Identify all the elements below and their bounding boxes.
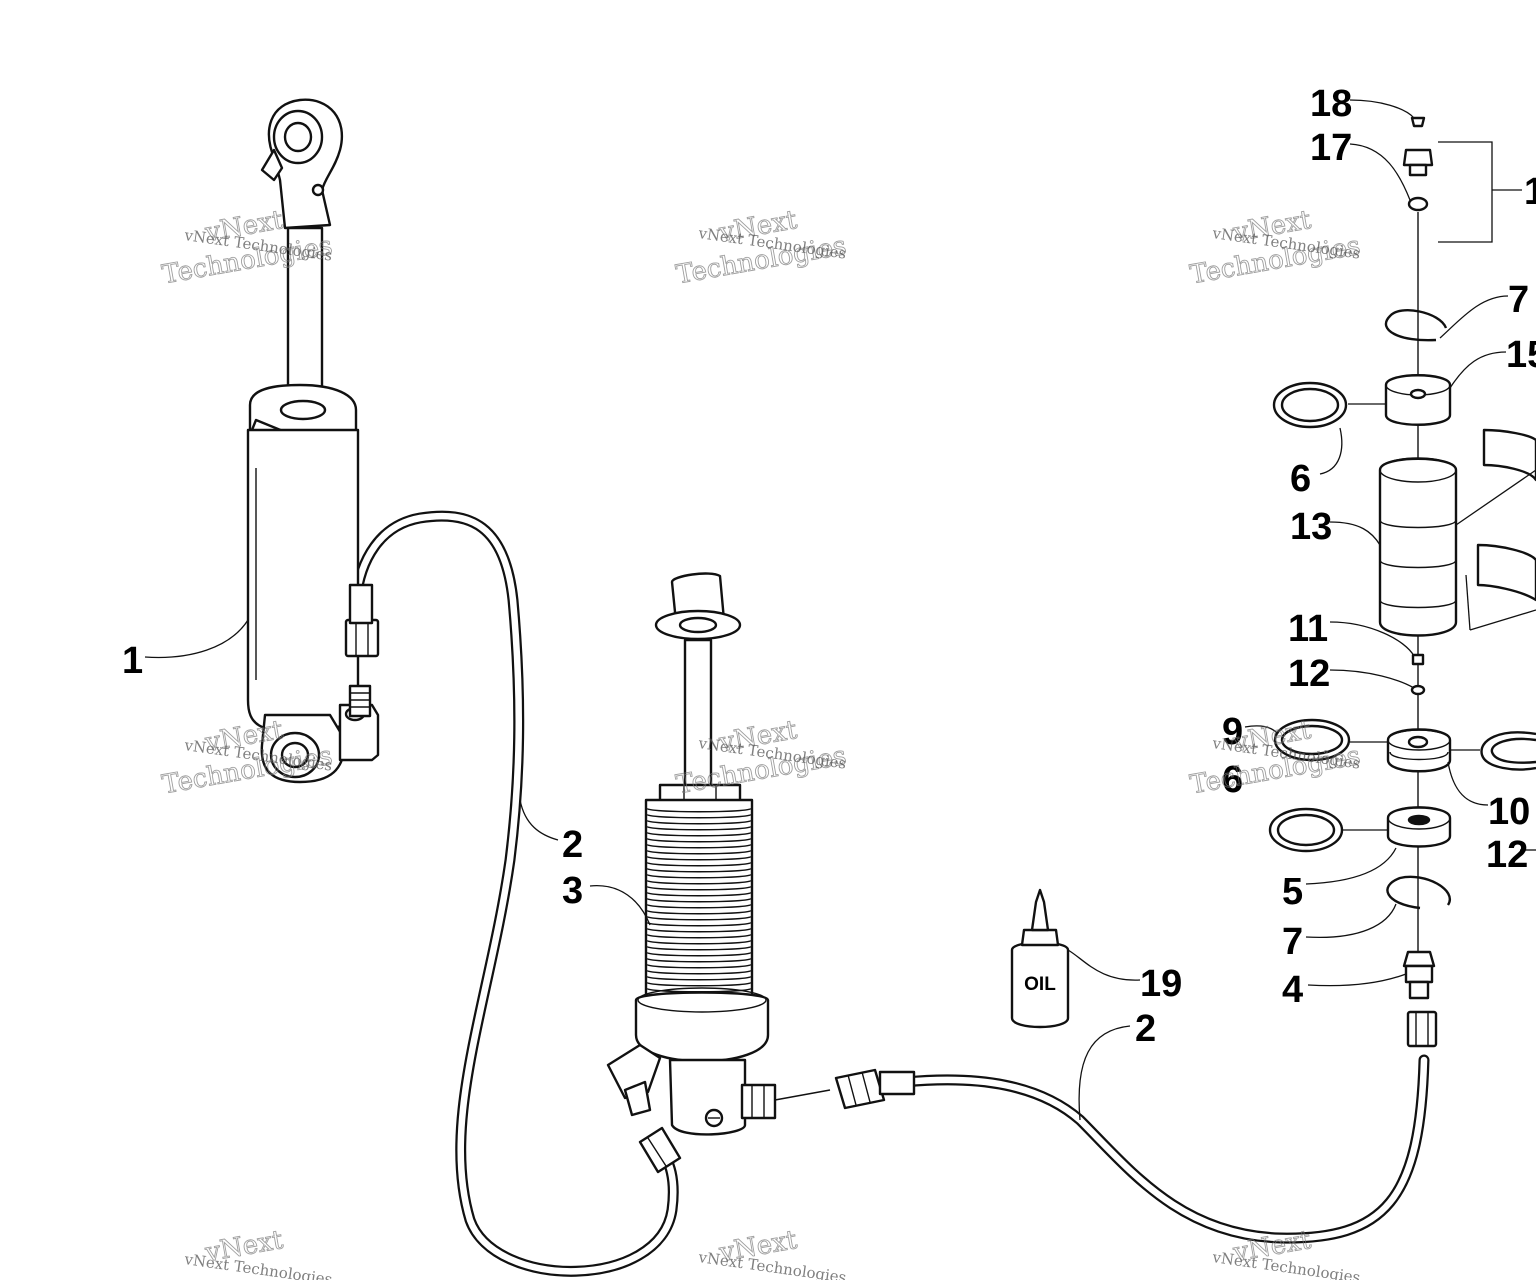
callout-1: 1: [122, 640, 143, 682]
callout-5: 5: [1282, 871, 1303, 913]
callout-9: 9: [1222, 711, 1243, 753]
spring-coil: [645, 981, 753, 987]
spring-coil: [645, 963, 753, 969]
callout-18: 18: [1310, 83, 1352, 125]
spring-coil: [645, 915, 753, 921]
spring-coil: [645, 951, 753, 957]
spring-coil: [645, 861, 753, 867]
callout-6-lower: 6: [1222, 759, 1243, 801]
spring-coil: [645, 855, 753, 861]
watermarks: vNext Technologies vNext Technologies vN…: [159, 205, 1363, 1280]
hose-assembly-long: [350, 510, 679, 1277]
callout-12-upper: 12: [1288, 653, 1330, 695]
spring-coil: [645, 939, 753, 945]
callout-4: 4: [1282, 969, 1303, 1011]
spring-coil: [645, 903, 753, 909]
callout-19: 19: [1140, 963, 1182, 1005]
spring-coils: [645, 807, 753, 999]
spring-coil: [645, 813, 753, 819]
callout-6-upper: 6: [1290, 458, 1311, 500]
spring-coil: [645, 837, 753, 843]
callout-12-lower: 12: [1486, 834, 1528, 876]
spring-coil: [645, 843, 753, 849]
spring-coil: [645, 933, 753, 939]
callout-numbers: 1 2 3 2 19 18 17 1 7 15 6 13 11 12 9 6 1…: [122, 83, 1536, 1050]
spring-coil: [645, 873, 753, 879]
spring-coil: [645, 969, 753, 975]
hose-end-fittings: [834, 1010, 1438, 1110]
reservoir-assembly: [606, 572, 831, 1174]
hose-assembly-short: [899, 1054, 1430, 1244]
hydraulic-cylinder: [246, 98, 380, 784]
spring-coil: [645, 897, 753, 903]
spring-coil: [645, 891, 753, 897]
spring-coil: [645, 957, 753, 963]
callout-11: 11: [1288, 608, 1328, 650]
spring-coil: [645, 885, 753, 891]
callout-2-lower: 2: [1135, 1008, 1156, 1050]
callout-15: 15: [1506, 334, 1536, 376]
spring-coil: [645, 825, 753, 831]
watermark: vNext Technologies: [159, 205, 335, 291]
spring-coil: [645, 909, 753, 915]
spring-coil: [645, 927, 753, 933]
callout-13: 13: [1290, 506, 1332, 548]
leader-lines: [144, 99, 1536, 1121]
callout-3: 3: [562, 870, 583, 912]
callout-7-upper: 7: [1508, 279, 1529, 321]
callout-10: 10: [1488, 791, 1530, 833]
spring-coil: [645, 819, 753, 825]
spring-coil: [645, 945, 753, 951]
callout-16-partial: 1: [1524, 171, 1536, 213]
spring-coil: [645, 879, 753, 885]
piston-exploded-stack: [1268, 116, 1536, 1000]
spring-coil: [645, 807, 753, 813]
callout-17: 17: [1310, 127, 1352, 169]
spring-coil: [645, 867, 753, 873]
spring-coil: [645, 849, 753, 855]
callout-2-upper: 2: [562, 824, 583, 866]
spring-coil: [645, 831, 753, 837]
callout-7-lower: 7: [1282, 921, 1303, 963]
oil-bottle: OIL: [1010, 888, 1070, 1029]
oil-bottle-label: OIL: [1024, 974, 1056, 995]
spring-coil: [645, 975, 753, 981]
